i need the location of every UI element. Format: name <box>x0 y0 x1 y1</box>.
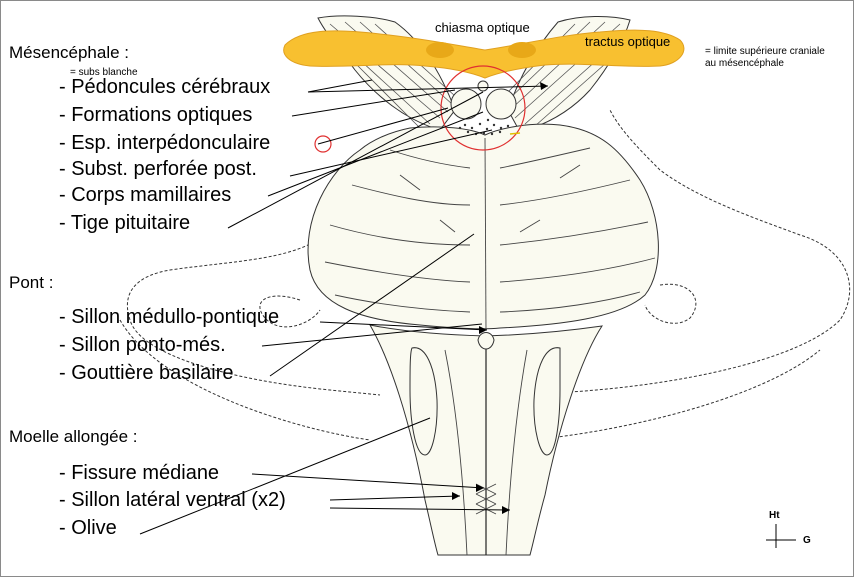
label-sillon-medullo-pontique: - Sillon médullo-pontique <box>59 306 280 328</box>
mamillary-body-right <box>485 88 517 120</box>
label-formations-optiques: - Formations optiques <box>59 104 253 126</box>
highlight-circle <box>440 65 526 151</box>
label-sillon-lateral-ventral: - Sillon latéral ventral (x2) <box>59 489 286 511</box>
label-limite-line2: au mésencéphale <box>705 58 784 69</box>
optic-tract-small-mark <box>509 132 521 135</box>
optic-nerve-left <box>426 42 454 58</box>
perforated-substance <box>458 118 510 136</box>
orientation-up-label: Ht <box>769 510 780 521</box>
label-gouttiere-basilaire: - Gouttière basilaire <box>59 362 234 384</box>
optic-chiasma <box>283 29 685 79</box>
subs-blanche-note: = subs blanche <box>70 67 138 78</box>
orientation-cross <box>766 524 796 548</box>
cerebellum-outline-lower <box>119 319 821 441</box>
pons <box>307 123 659 330</box>
olive-left <box>409 347 438 456</box>
foramen-caecum <box>477 332 495 350</box>
label-olive: - Olive <box>59 517 117 539</box>
pituitary-stalk <box>477 80 489 92</box>
label-pedoncules: - Pédoncules cérébraux <box>59 76 271 98</box>
label-subst-perforee: - Subst. perforée post. <box>59 158 257 180</box>
label-corps-mamillaires: - Corps mamillaires <box>59 184 232 206</box>
label-limite-line1: = limite supérieure craniale <box>705 46 825 57</box>
optic-nerve-right <box>508 42 536 58</box>
leader-lines <box>139 79 549 535</box>
cerebellum-lobe-right <box>644 283 697 324</box>
arrow-heads <box>452 82 548 514</box>
orientation-side-label: G <box>803 535 811 546</box>
section-title-mesencephale: Mésencéphale : <box>9 43 130 62</box>
pyramid-right <box>505 349 528 556</box>
decussation-marks <box>475 483 497 515</box>
section-title-moelle: Moelle allongée : <box>9 427 138 446</box>
label-chiasma-optique: chiasma optique <box>435 20 530 35</box>
olive-right <box>533 347 561 456</box>
label-tractus-optique: tractus optique <box>585 34 671 49</box>
label-tige-pituitaire: - Tige pituitaire <box>59 212 191 234</box>
label-fissure-mediane: - Fissure médiane <box>59 462 220 484</box>
section-title-pont: Pont : <box>9 273 54 292</box>
cerebellum-outline <box>126 109 851 396</box>
label-sillon-ponto-mes: - Sillon ponto-més. <box>59 334 226 356</box>
pyramid-left <box>444 349 468 556</box>
label-esp-interpedonculaire: - Esp. interpédonculaire <box>59 132 271 154</box>
interpeduncular-marker <box>314 135 332 153</box>
